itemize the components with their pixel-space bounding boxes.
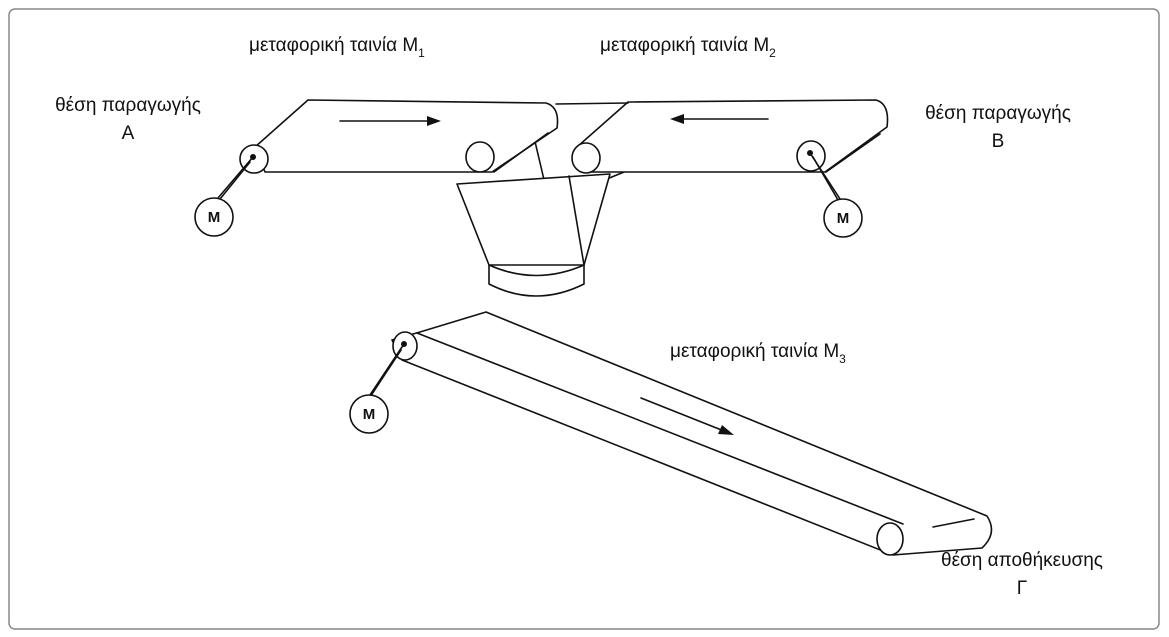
belt-m2-label-text: μεταφορική ταινία M	[600, 35, 769, 56]
motor-1-label: M	[208, 209, 221, 226]
belt-m3-surface	[391, 311, 993, 556]
belt-m1-roller-right	[465, 141, 495, 173]
motor-2-circle	[823, 198, 863, 238]
motor-2: M	[809, 152, 863, 238]
belt-m1-label-subscript: 1	[418, 46, 425, 60]
belt-m2-roller-left	[571, 142, 601, 174]
motor-1-shaft	[211, 156, 254, 206]
belt-m3-roller-right	[876, 522, 904, 556]
motor-3-shaft-2	[371, 349, 402, 395]
belt-m3-top-edge	[416, 332, 904, 525]
belt-m2	[571, 99, 889, 174]
station-c-label-line1: θέση αποθήκευσης	[941, 550, 1103, 571]
motor-3: M	[349, 343, 405, 434]
belt-m3-end-slat	[932, 518, 975, 528]
belt-m3-direction-arrow-head	[718, 425, 734, 435]
motor-1-shaft-2	[215, 161, 251, 205]
motor-3-shaft	[367, 343, 405, 399]
belt-m2-direction-arrow-head	[670, 114, 684, 124]
belt-m3-label-subscript: 3	[839, 352, 846, 366]
station-c-label-line2: Γ	[1017, 578, 1027, 599]
belt-m2-underside	[825, 133, 881, 173]
belt-m3-direction-arrow-shaft	[640, 397, 725, 432]
belt-m1-direction-arrow-head	[427, 116, 441, 126]
motor-3-circle	[349, 394, 389, 434]
hopper-funnel-edge	[568, 175, 585, 266]
station-b-label-line2: B	[992, 131, 1005, 152]
motor-2-shaft-2	[812, 156, 839, 201]
motor-2-label: M	[837, 210, 850, 227]
belt-m2-roller-right	[796, 140, 826, 172]
belt-m1-label-text: μεταφορική ταινία M	[249, 35, 418, 56]
belt-m3-label-text: μεταφορική ταινία M	[670, 341, 839, 362]
motor-3-label: M	[363, 406, 376, 423]
hopper-outlet	[488, 264, 585, 297]
belt-m2-label: μεταφορική ταινία M2	[600, 35, 776, 60]
belt-m1-underside	[493, 132, 549, 173]
belt-m2-label-subscript: 2	[769, 46, 776, 60]
belt-bridge	[555, 102, 629, 105]
station-b-label-line1: θέση παραγωγής	[925, 103, 1071, 124]
station-a-label-line2: A	[122, 123, 135, 144]
station-a-label-line1: θέση παραγωγής	[55, 95, 201, 116]
motor-1: M	[194, 156, 254, 237]
motor-1-circle	[194, 197, 234, 237]
belt-m1-label: μεταφορική ταινία M1	[249, 35, 425, 60]
belt-m3-label: μεταφορική ταινία M3	[670, 341, 846, 366]
